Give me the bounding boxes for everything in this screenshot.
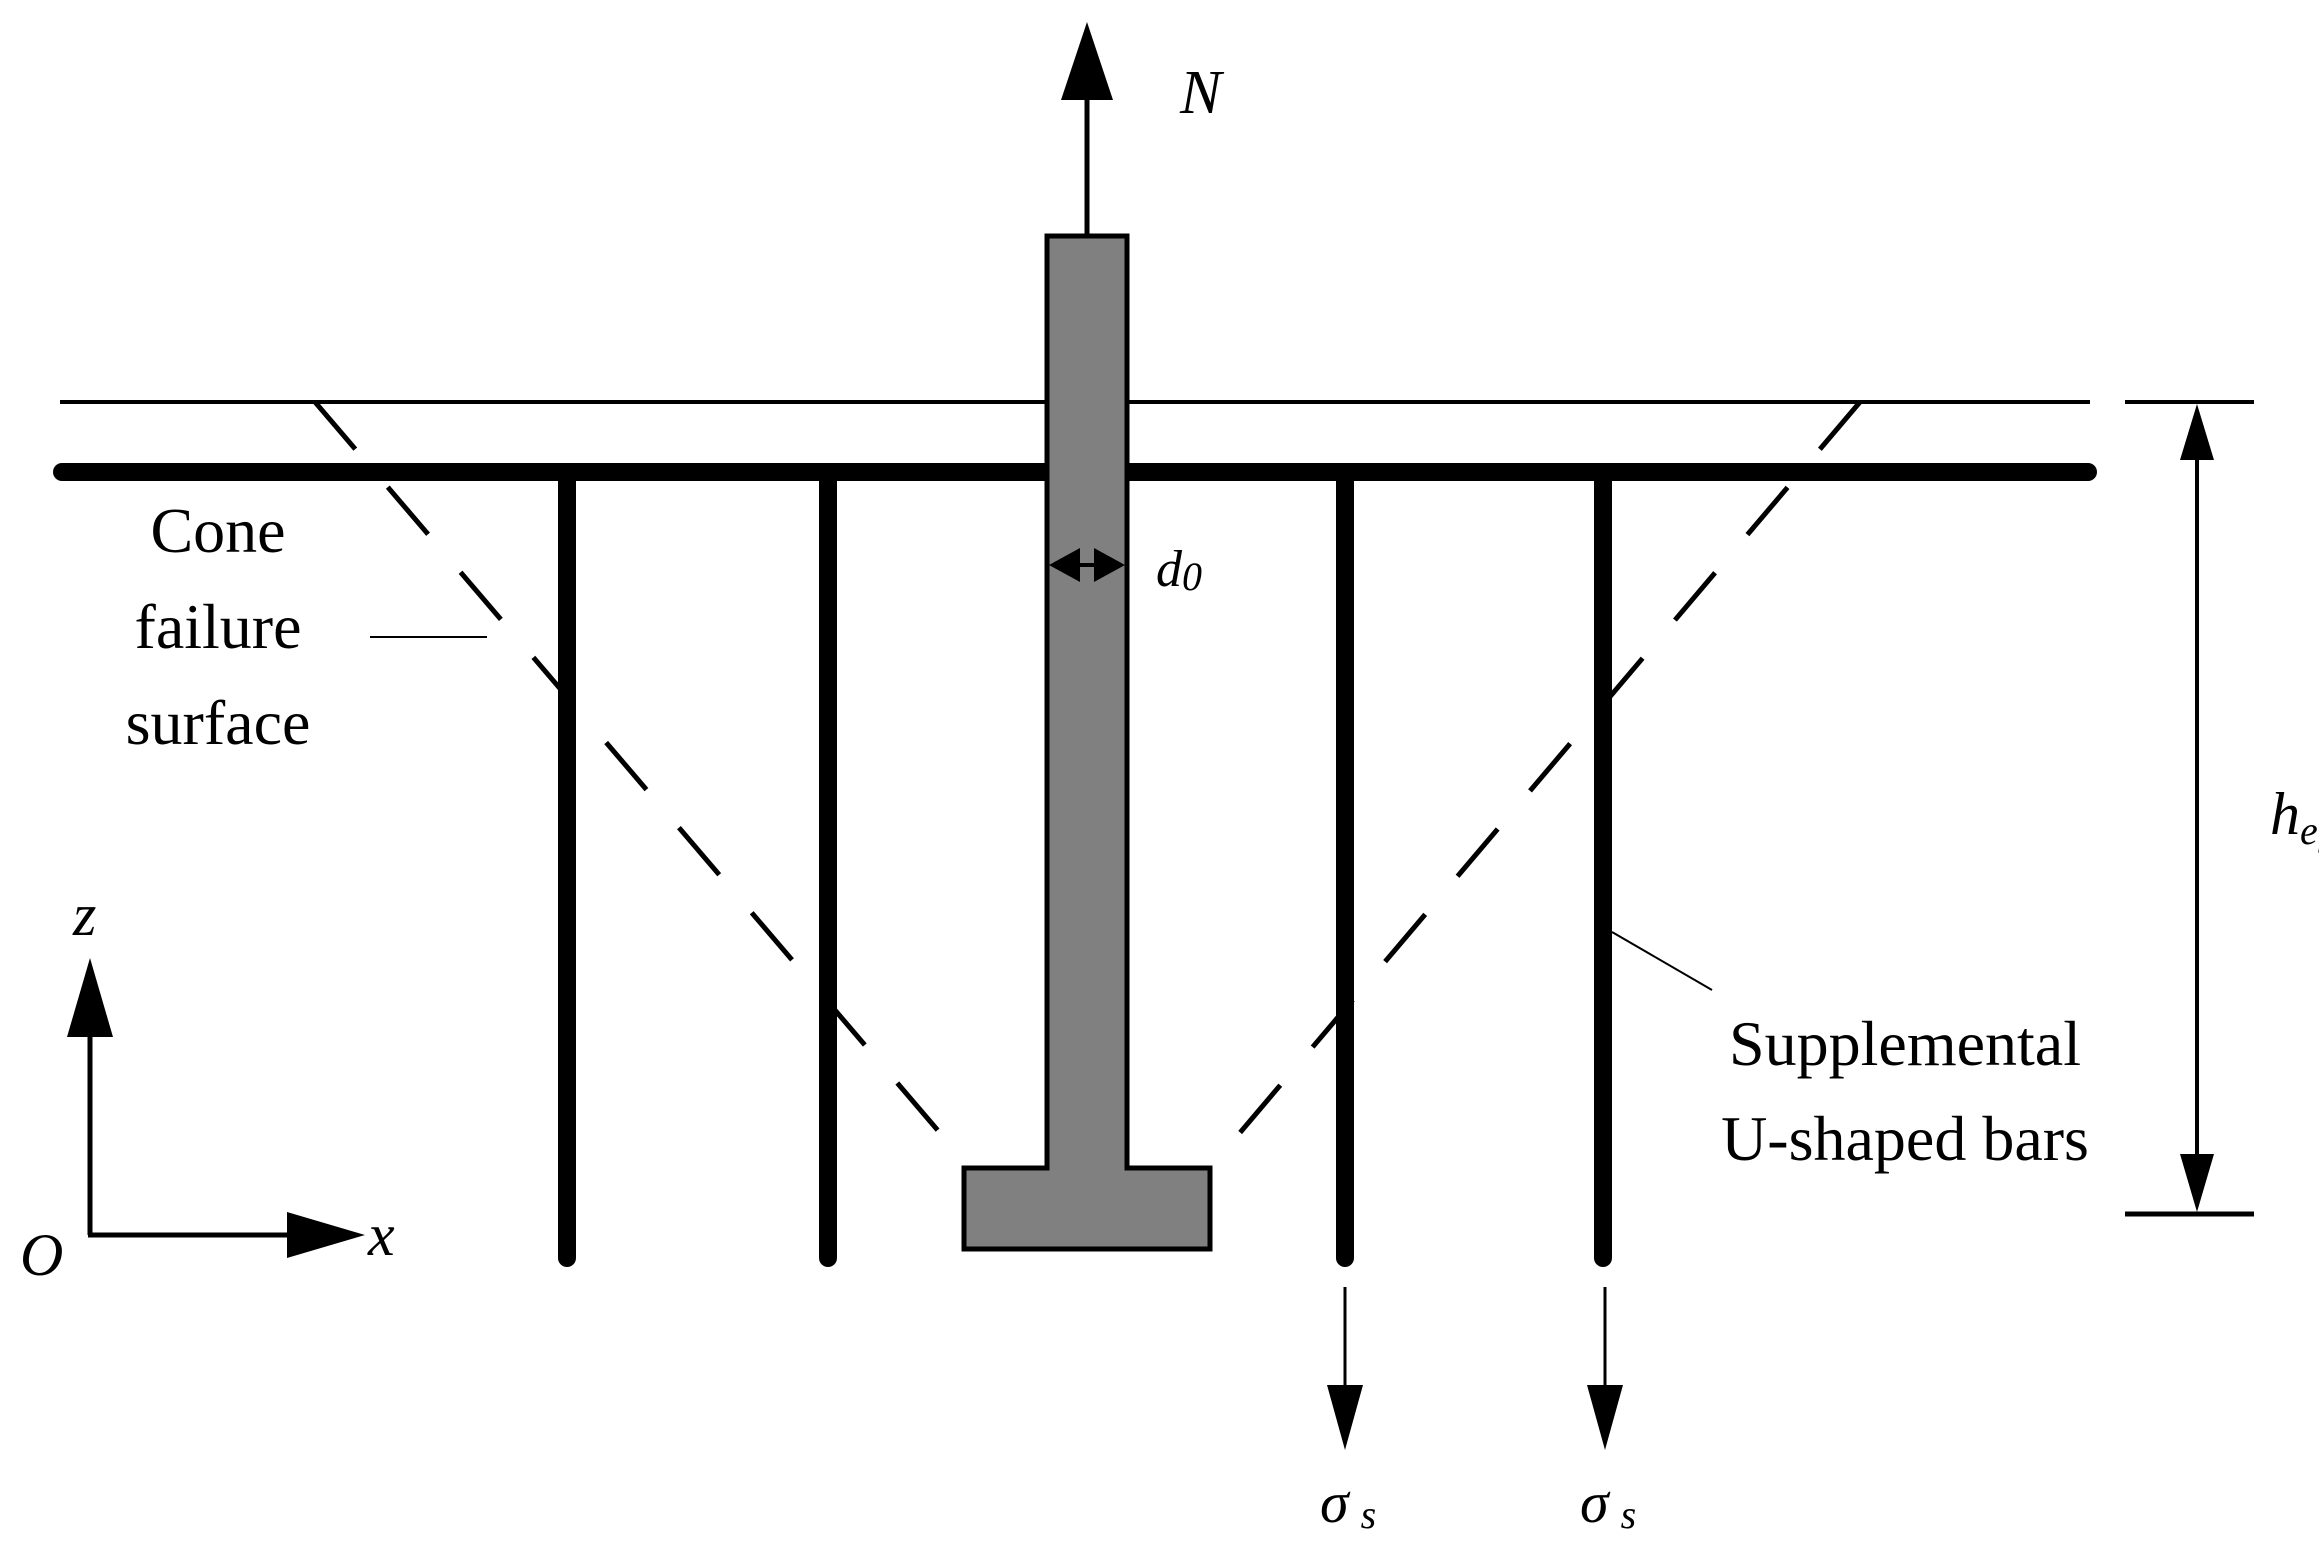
x-axis-label: x [367, 1202, 395, 1268]
headed-anchor [961, 233, 1213, 1252]
cone-surface-right [1208, 400, 1862, 1170]
origin-label: O [20, 1222, 63, 1288]
diameter-label: d0 [1156, 541, 1202, 599]
cone-label-line3: surface [126, 687, 311, 758]
stress-arrow-right-head [1587, 1385, 1623, 1450]
stress-arrow-left-head [1327, 1385, 1363, 1450]
cone-label-line2: failure [135, 591, 302, 662]
bars-label-line2: U-shaped bars [1721, 1103, 2089, 1174]
cone-surface-left [313, 400, 972, 1170]
tension-arrow-head [1061, 22, 1113, 100]
diameter-arrow-left [1049, 548, 1080, 582]
bars-label-line1: Supplemental [1729, 1008, 2081, 1079]
force-label: N [1179, 59, 1225, 127]
cone-label-line1: Cone [150, 495, 285, 566]
x-axis-arrow [287, 1212, 365, 1258]
depth-label: hef [2270, 781, 2319, 853]
z-axis-label: z [72, 882, 96, 948]
z-axis-arrow [67, 958, 113, 1037]
bars-label-leader [1611, 931, 1713, 991]
depth-arrow-bottom [2180, 1154, 2214, 1212]
diameter-arrow-right [1094, 548, 1125, 582]
depth-arrow-top [2180, 404, 2214, 460]
